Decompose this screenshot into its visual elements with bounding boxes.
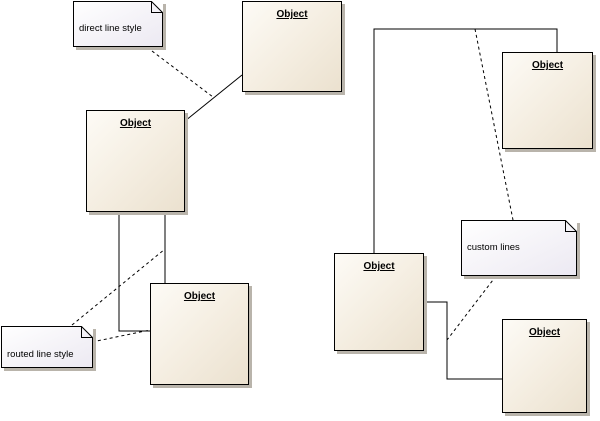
object-title: Object bbox=[528, 327, 561, 338]
note-link-custom-b[interactable] bbox=[446, 275, 497, 341]
note-custom-lines[interactable]: custom lines bbox=[461, 220, 577, 276]
connector-direct[interactable] bbox=[184, 74, 243, 122]
note-link-routed-a[interactable] bbox=[71, 248, 166, 326]
note-shape bbox=[73, 1, 163, 47]
note-text: custom lines bbox=[467, 242, 520, 253]
note-link-routed-b[interactable] bbox=[91, 329, 151, 343]
object-title: Object bbox=[531, 60, 564, 71]
object-6[interactable]: Object bbox=[502, 319, 587, 413]
note-shape bbox=[461, 220, 577, 276]
object-title: Object bbox=[276, 9, 308, 20]
object-4[interactable]: Object bbox=[502, 52, 593, 149]
object-2[interactable]: Object bbox=[86, 110, 185, 212]
note-link-direct[interactable] bbox=[151, 50, 214, 98]
object-1[interactable]: Object bbox=[242, 1, 342, 92]
note-link-custom-a[interactable] bbox=[474, 28, 514, 221]
object-5[interactable]: Object bbox=[334, 253, 424, 351]
connector-routed[interactable] bbox=[118, 212, 150, 332]
object-title: Object bbox=[119, 118, 152, 129]
note-direct-line-style[interactable]: direct line style bbox=[73, 1, 163, 47]
note-text: routed line style bbox=[7, 349, 74, 360]
note-routed-line-style[interactable]: routed line style bbox=[1, 326, 93, 368]
connector-custom-bottom[interactable] bbox=[424, 301, 502, 380]
note-text: direct line style bbox=[79, 23, 142, 34]
object-title: Object bbox=[183, 291, 216, 302]
object-3[interactable]: Object bbox=[150, 283, 249, 385]
object-title: Object bbox=[363, 261, 395, 272]
connector-custom-top[interactable] bbox=[373, 28, 558, 253]
note-shape bbox=[1, 326, 93, 368]
